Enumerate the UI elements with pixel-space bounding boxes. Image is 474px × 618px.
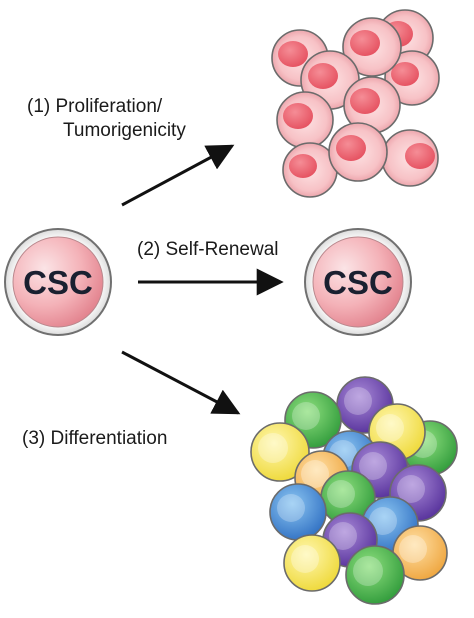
- tumor-cell: [282, 142, 338, 198]
- tumor-cell: [343, 76, 401, 134]
- differentiated-cell: [269, 483, 327, 541]
- label-self-renewal: (2) Self-Renewal: [137, 239, 279, 260]
- csc-label-source: CSC: [23, 264, 93, 301]
- label-proliferation: (1) Proliferation/ Tumorigenicity: [27, 95, 186, 143]
- label-differentiation: (3) Differentiation: [22, 428, 168, 449]
- differentiated-cell: [392, 525, 448, 581]
- differentiated-cell: [250, 422, 310, 482]
- label-proliferation-line1: (1) Proliferation/: [27, 96, 163, 117]
- arrow-differentiation: [121, 350, 241, 415]
- proliferation-cell-cluster: [271, 9, 440, 198]
- differentiated-cell: [345, 545, 405, 605]
- stem-cell-self-renewal: CSC: [304, 228, 412, 336]
- tumor-cell: [276, 91, 334, 149]
- arrow-proliferation: [121, 144, 235, 207]
- differentiation-cell-cluster: [250, 376, 458, 605]
- differentiated-cell: [320, 470, 376, 526]
- tumor-cell: [381, 129, 439, 187]
- tumor-cell: [328, 122, 388, 182]
- tumor-cell: [384, 50, 440, 106]
- tumor-cell: [342, 17, 402, 77]
- label-proliferation-line2: Tumorigenicity: [63, 119, 186, 141]
- stem-cell-source: CSC: [4, 228, 112, 336]
- csc-label-renewed: CSC: [323, 264, 393, 301]
- differentiated-cell: [283, 534, 341, 592]
